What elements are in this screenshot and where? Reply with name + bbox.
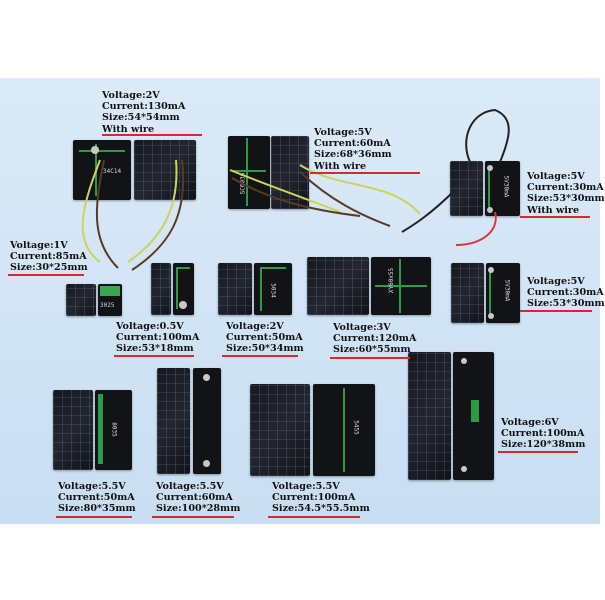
panel-5v-30ma-front [451,263,484,323]
panel-3v-120ma-back: XY60x55 [371,257,431,315]
panel-5v-30ma-wire-front [450,161,483,216]
panel-5-5v-50ma-back: 8035 [95,390,132,470]
underline [330,357,410,359]
voltage-text: Voltage:6V [501,417,559,428]
size-text: Size:100*28mm [156,503,241,515]
spec-label-5v-60ma: Voltage:5V Current:60mA Size:68*36mm Wit… [314,127,392,172]
wire-text: With wire [314,160,367,172]
underline [102,134,202,136]
panel-6v-100ma-front [408,352,451,480]
current-text: Current:60mA [314,138,391,150]
spec-label-5-5v-60ma: Voltage:5.5V Current:60mA Size:100*28mm [156,481,240,515]
voltage-text: Voltage:5.5V [272,481,340,492]
size-text: Size:60*55mm [333,344,411,356]
current-text: Current:50mA [226,332,303,344]
current-text: Current:50mA [58,492,135,504]
underline [8,274,84,276]
panel-5-5v-60ma-front [157,368,190,474]
current-text: Current:60mA [156,492,233,504]
panel-5-5v-50ma-front [53,390,93,470]
voltage-text: Voltage:5V [314,127,372,138]
current-text: Current:100mA [501,428,585,440]
panel-5v-30ma-back: 5V30mA [486,263,520,323]
panel-5v-60ma-back: SC6036 [228,136,270,209]
current-text: Current:130mA [102,101,186,113]
wire-text: With wire [102,123,155,135]
current-text: Current:30mA [527,287,604,299]
voltage-text: Voltage:0.5V [116,321,184,332]
spec-label-1v-85ma: Voltage:1V Current:85mA Size:30*25mm [10,240,88,274]
voltage-text: Voltage:5V [527,276,585,287]
panel-2v-50ma-front [218,263,252,315]
size-text: Size:120*38mm [501,439,586,451]
size-text: Size:80*35mm [58,503,136,515]
spec-label-2v-130ma: Voltage:2V Current:130mA Size:54*54mm Wi… [102,90,185,135]
underline [268,516,360,518]
current-text: Current:100mA [272,492,356,504]
voltage-text: Voltage:3V [333,322,391,333]
panel-2v-130ma-front [134,140,196,200]
spec-label-6v-100ma: Voltage:6V Current:100mA Size:120*38mm [501,417,585,451]
panel-0-5v-100ma-front [151,263,171,315]
panel-0-5v-100ma-back [173,263,194,315]
voltage-text: Voltage:1V [10,240,68,251]
current-text: Current:30mA [527,182,604,194]
panel-5v-30ma-wire-back: 5V30mA [485,161,520,216]
panel-2v-50ma-back: 5034 [254,263,292,315]
panel-1v-85ma-back: 3025 [98,284,122,316]
panel-2v-130ma-back: 34C14 [73,140,131,200]
spec-label-5-5v-50ma: Voltage:5.5V Current:50mA Size:80*35mm [58,481,136,515]
voltage-text: Voltage:5.5V [156,481,224,492]
current-text: Current:85mA [10,251,87,263]
spec-label-5v-30ma-wire: Voltage:5V Current:30mA Size:53*30mm Wit… [527,171,605,216]
size-text: Size:68*36mm [314,149,392,161]
panel-1v-85ma-front [66,284,96,316]
underline [114,355,194,357]
panel-5-5v-100ma-back: 5455 [313,384,375,476]
underline [310,172,420,174]
current-text: Current:120mA [333,333,417,345]
voltage-text: Voltage:2V [226,321,284,332]
size-text: Size:53*30mm [527,193,605,205]
underline [152,516,234,518]
size-text: Size:53*18mm [116,343,194,355]
spec-label-2v-50ma: Voltage:2V Current:50mA Size:50*34mm [226,321,304,355]
panel-5-5v-60ma-back [193,368,221,474]
size-text: Size:54.5*55.5mm [272,503,370,515]
voltage-text: Voltage:5.5V [58,481,126,492]
panel-5v-60ma-front [271,136,309,209]
current-text: Current:100mA [116,332,200,344]
underline [498,451,578,453]
wire-text: With wire [527,204,580,216]
panel-6v-100ma-back [453,352,494,480]
underline [222,355,298,357]
spec-label-5-5v-100ma: Voltage:5.5V Current:100mA Size:54.5*55.… [272,481,370,515]
spec-label-5v-30ma: Voltage:5V Current:30mA Size:53*30mm [527,276,605,310]
panel-3v-120ma-front [307,257,369,315]
size-text: Size:50*34mm [226,343,304,355]
size-text: Size:53*30mm [527,298,605,310]
underline [520,216,590,218]
underline [56,516,132,518]
size-text: Size:54*54mm [102,112,180,124]
voltage-text: Voltage:2V [102,90,160,101]
panel-5-5v-100ma-front [250,384,310,476]
underline [520,310,592,312]
spec-label-0-5v-100ma: Voltage:0.5V Current:100mA Size:53*18mm [116,321,199,355]
spec-label-3v-120ma: Voltage:3V Current:120mA Size:60*55mm [333,322,416,356]
voltage-text: Voltage:5V [527,171,585,182]
size-text: Size:30*25mm [10,262,88,274]
